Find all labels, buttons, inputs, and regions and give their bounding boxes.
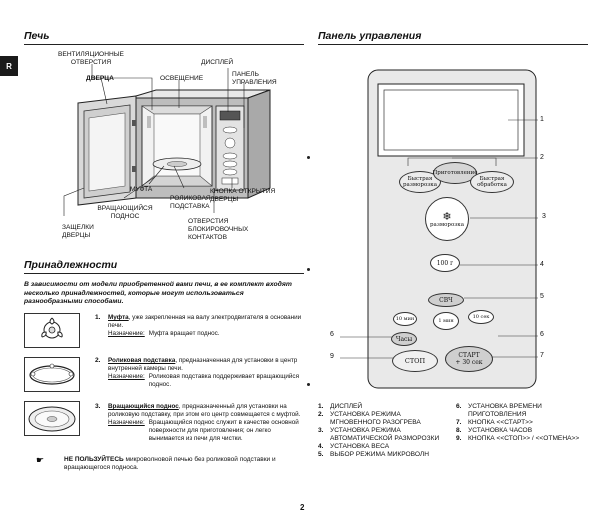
snowflake-icon: ❄ (442, 209, 452, 223)
accessory-2-desc: , предназначенная для установки в центр … (108, 357, 298, 372)
legend-item: 5.ВЫБОР РЕЖИМА МИКРОВОЛН (318, 451, 429, 458)
roller-ring-image (24, 357, 80, 392)
callout-6-right: 6 (540, 331, 544, 338)
accessory-2-name: Роликовая подставка (108, 357, 176, 364)
callout-5: 5 (540, 293, 544, 300)
label-light: ОСВЕЩЕНИЕ (160, 75, 204, 82)
accessory-1-name: Муфта (108, 314, 129, 321)
start-sub-label: + 30 сек (455, 359, 483, 366)
quick-cook-button[interactable]: Быстрая обработка (470, 171, 514, 193)
label-safety: ОТВЕРСТИЯ БЛОКИРОВОЧНЫХ КОНТАКТОВ (188, 218, 249, 241)
accessory-2-purpose-label: Назначение: (108, 372, 145, 380)
callout-2: 2 (540, 154, 544, 161)
warning-bold: НЕ ПОЛЬЗУЙТЕСЬ (64, 456, 124, 463)
legend-item: 6.УСТАНОВКА ВРЕМЕНИ ПРИГОТОВЛЕНИЯ (456, 403, 542, 418)
margin-dot (307, 268, 310, 271)
label-door-button: КНОПКА ОТКРЫТИЯ ДВЕРЦЫ (210, 188, 276, 203)
add-1min-button[interactable]: 1 мин (433, 312, 459, 330)
pointing-hand-icon: ☛ (36, 455, 45, 465)
oven-title-rule (24, 44, 304, 46)
accessory-1-desc: , уже закрепленная на валу электродвигат… (108, 314, 302, 329)
legend-item: 3.УСТАНОВКА РЕЖИМА АВТОМАТИЧЕСКОЙ РАЗМОР… (318, 427, 440, 442)
accessories-intro: В зависимости от модели приобретенной ва… (24, 281, 292, 306)
callout-4: 4 (540, 261, 544, 268)
accessory-1-purpose: Муфта вращает поднос. (148, 329, 220, 337)
quick-defrost-button[interactable]: Быстрая разморозка (399, 171, 441, 193)
panel-section-title: Панель управления (318, 30, 422, 42)
panel-legend-left: 1.ДИСПЛЕЙ 2.УСТАНОВКА РЕЖИМА МГНОВЕННОГО… (318, 403, 448, 459)
accessory-2-number: 2. (95, 357, 101, 364)
legend-item: 4.УСТАНОВКА ВЕСА (318, 443, 390, 450)
accessory-3-text: Вращающийся поднос, предназначенный для … (108, 403, 304, 443)
label-coupler: МУФТА (130, 186, 153, 193)
clock-button[interactable]: Часы (391, 332, 417, 346)
add-10min-button[interactable]: 10 мин (393, 312, 417, 326)
accessory-2-purpose: Роликовая подставка поддерживает вращающ… (148, 372, 299, 388)
label-display: ДИСПЛЕЙ (201, 59, 234, 66)
callout-9: 9 (330, 353, 334, 360)
warning-note: НЕ ПОЛЬЗУЙТЕСЬ микроволновой печью без р… (64, 456, 304, 472)
accessory-3-number: 3. (95, 403, 101, 410)
margin-dot (307, 383, 310, 386)
start-button[interactable]: СТАРТ + 30 сек (445, 346, 493, 372)
accessory-3-name: Вращающийся поднос (108, 403, 179, 410)
warning-rest: микроволновой печью без роликовой подста… (64, 456, 276, 472)
accessory-3-purpose-label: Назначение: (108, 418, 145, 426)
accessory-1-purpose-label: Назначение: (108, 329, 145, 337)
label-door: ДВЕРЦА (86, 75, 114, 82)
legend-item: 8.УСТАНОВКА ЧАСОВ (456, 427, 533, 434)
legend-item: 7.КНОПКА <<СТАРТ>> (456, 419, 533, 426)
start-label: СТАРТ (458, 352, 480, 359)
callout-7: 7 (540, 352, 544, 359)
oven-diagram (63, 64, 271, 216)
accessory-3-purpose: Вращающийся поднос служит в качестве осн… (148, 418, 299, 442)
legend-item: 9.КНОПКА <<СТОП>> / <<ОТМЕНА>> (456, 435, 580, 442)
margin-dot (307, 156, 310, 159)
label-tray: ВРАЩАЮЩИЙСЯ ПОДНОС (97, 205, 153, 220)
accessories-title: Принадлежности (24, 259, 118, 271)
add-10sec-button[interactable]: 10 сек (468, 310, 494, 324)
callout-8: 6 (330, 331, 334, 338)
page-number: 2 (300, 503, 305, 512)
callout-1: 1 (540, 116, 544, 123)
accessory-3-desc: , предназначенный для установки на ролик… (108, 403, 301, 418)
label-vents: ВЕНТИЛЯЦИОННЫЕ ОТВЕРСТИЯ (58, 51, 124, 66)
auto-defrost-label: разморозка (430, 221, 464, 228)
coupler-image (24, 313, 80, 348)
stop-cancel-button[interactable]: СТОП (392, 350, 438, 372)
legend-item: 2.УСТАНОВКА РЕЖИМА МГНОВЕННОГО РАЗОГРЕВА (318, 411, 421, 426)
callout-3: 3 (542, 213, 546, 220)
accessory-1-number: 1. (95, 314, 101, 321)
legend-item: 1.ДИСПЛЕЙ (318, 403, 363, 410)
label-latches: ЗАЩЕЛКИ ДВЕРЦЫ (62, 224, 94, 239)
auto-defrost-button[interactable]: ❄ разморозка (425, 197, 469, 241)
microwave-power-button[interactable]: СВЧ (428, 293, 464, 307)
label-panel: ПАНЕЛЬ УПРАВЛЕНИЯ (232, 71, 277, 86)
oven-section-title: Печь (24, 30, 50, 42)
accessory-2-text: Роликовая подставка, предназначенная для… (108, 357, 304, 389)
weight-100g-button[interactable]: 100 г (430, 254, 460, 272)
label-roller: РОЛИКОВАЯ ПОДСТАВКА (170, 195, 211, 210)
accessory-1-text: Муфта, уже закрепленная на валу электрод… (108, 314, 304, 338)
accessories-title-rule (24, 273, 304, 275)
turntable-image (24, 401, 80, 436)
language-tab: R (0, 56, 18, 76)
panel-title-rule (318, 44, 588, 46)
panel-legend-right: 6.УСТАНОВКА ВРЕМЕНИ ПРИГОТОВЛЕНИЯ 7.КНОП… (456, 403, 590, 443)
